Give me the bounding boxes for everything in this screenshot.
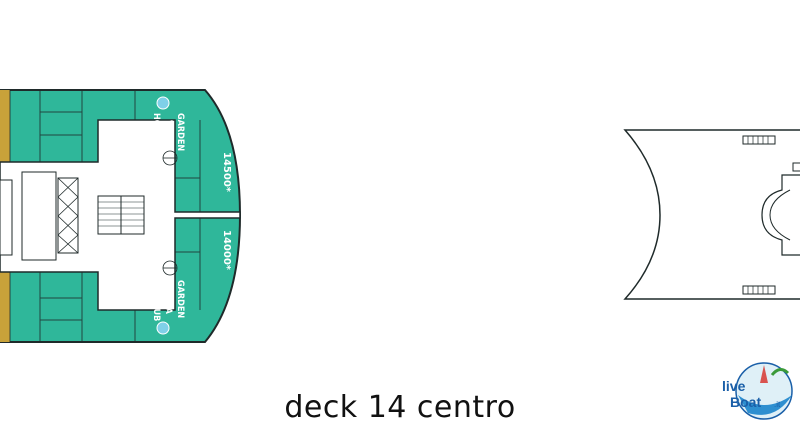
elevator-shaft-box bbox=[57, 177, 79, 254]
bench-bottom bbox=[742, 285, 776, 295]
garden-villa-label-bottom-2: VILLA bbox=[163, 288, 173, 315]
garden-villa-label-bottom-1: GARDEN bbox=[175, 280, 185, 318]
deck-section-right bbox=[623, 129, 800, 300]
stairwell bbox=[97, 195, 145, 235]
gold-strip-bottom bbox=[0, 272, 10, 342]
elevator-crosses bbox=[57, 177, 79, 254]
deck-caption: deck 14 centro bbox=[284, 390, 516, 425]
core-room-left bbox=[0, 179, 13, 256]
logo-text-suffix: .it bbox=[774, 400, 781, 409]
spiral-stair-icon bbox=[162, 150, 178, 276]
cabin-number-lower: 14000* bbox=[221, 230, 232, 271]
deck-section-left: GARDEN VILLA HOT TUB GARDEN VILLA HOT TU… bbox=[0, 89, 242, 343]
stage-arc bbox=[761, 174, 800, 256]
bench-top bbox=[742, 135, 776, 145]
garden-villa-label-top-3: HOT TUB bbox=[151, 113, 161, 153]
logo-text-boat: Boat bbox=[730, 394, 761, 410]
liveboat-logo: live Boat .it bbox=[722, 362, 793, 420]
cabin-number-upper: 14500* bbox=[221, 152, 232, 193]
core-room-mid bbox=[21, 171, 57, 261]
logo-text-live: live bbox=[722, 378, 746, 394]
gold-strip-top bbox=[0, 90, 10, 162]
hot-tub-icon bbox=[156, 321, 170, 335]
garden-villa-label-bottom-3: HOT TUB bbox=[151, 281, 161, 321]
deck-outline-right bbox=[623, 129, 800, 300]
garden-villa-label-top-1: GARDEN bbox=[175, 113, 185, 151]
hot-tub-icon bbox=[156, 96, 170, 110]
garden-villa-label-top-2: VILLA bbox=[163, 120, 173, 147]
